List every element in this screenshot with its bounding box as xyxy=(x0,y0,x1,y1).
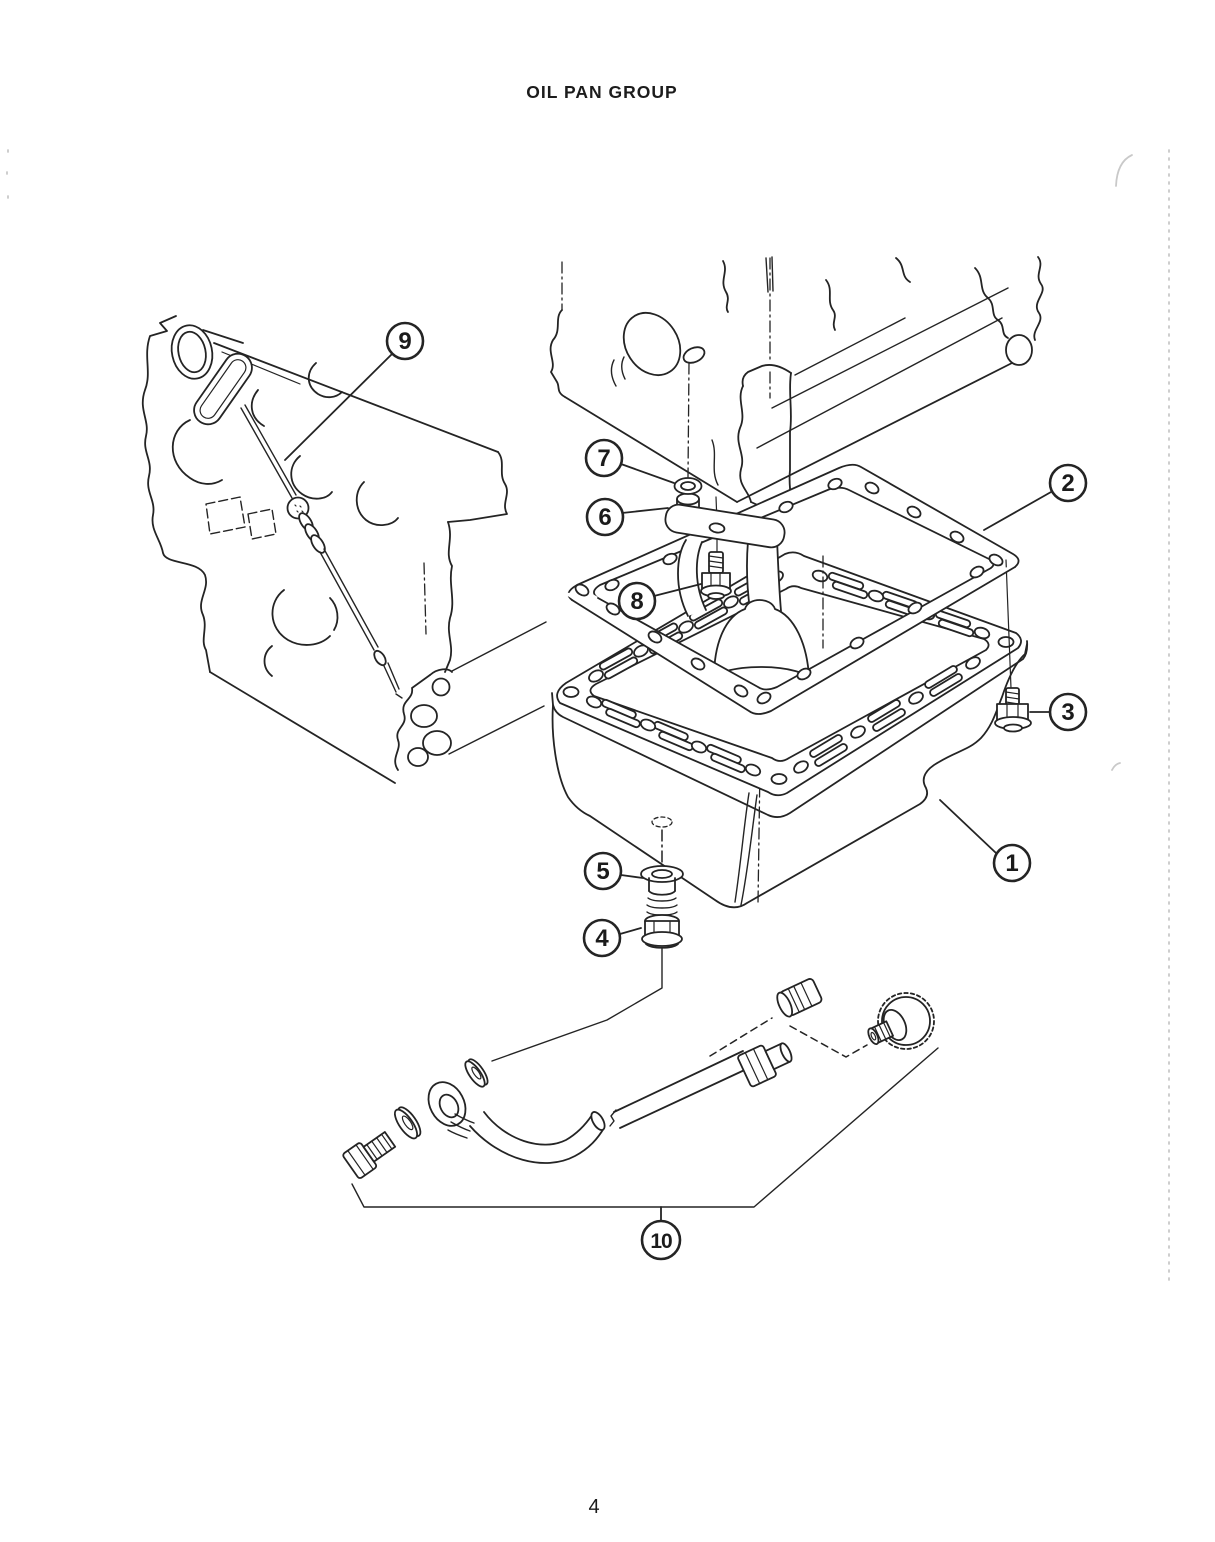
drain-hose xyxy=(469,1050,752,1164)
svg-text:4: 4 xyxy=(595,925,609,952)
page-number: 4 xyxy=(588,1496,600,1518)
pan-flange-holes xyxy=(562,569,1015,785)
banjo-bolt xyxy=(342,1131,397,1179)
hose-washer xyxy=(393,1106,422,1140)
pan-flange-slots xyxy=(598,571,975,774)
pan-bolt xyxy=(994,687,1032,733)
callout-1: 1 xyxy=(992,843,1032,883)
callout-2: 2 xyxy=(1048,463,1088,503)
pickup-tube-bolt xyxy=(700,551,732,600)
svg-text:8: 8 xyxy=(630,588,643,615)
svg-text:2: 2 xyxy=(1061,470,1074,497)
callout-8: 8 xyxy=(617,581,657,621)
svg-text:6: 6 xyxy=(598,504,611,531)
group-bracket xyxy=(351,1047,939,1208)
knurled-cap xyxy=(867,992,935,1050)
svg-text:3: 3 xyxy=(1061,699,1074,726)
drain-plug-assembly xyxy=(491,829,684,1062)
gasket-holes-near xyxy=(574,565,985,705)
callout-5: 5 xyxy=(583,851,623,891)
pan-gasket-near xyxy=(563,565,1016,715)
oil-pickup-tube xyxy=(664,477,811,698)
banjo-fitting xyxy=(427,1081,475,1139)
gasket-holes-far xyxy=(604,477,1004,592)
page-title: OIL PAN GROUP xyxy=(526,82,678,102)
bolt3-alignment-line xyxy=(1005,559,1012,689)
engine-side-view xyxy=(141,315,547,784)
svg-text:5: 5 xyxy=(596,858,609,885)
dipstick xyxy=(170,324,403,699)
o-ring xyxy=(673,477,703,495)
callout-7: 7 xyxy=(584,438,624,478)
engine-mount-boss xyxy=(394,668,453,771)
drain-hose-assembly xyxy=(342,978,939,1222)
hose-end-fitting xyxy=(737,1042,793,1088)
pipe-plug xyxy=(776,978,823,1018)
callout-10: 10 xyxy=(640,1219,682,1261)
svg-text:1: 1 xyxy=(1005,850,1018,877)
scan-artifacts xyxy=(6,149,1170,1286)
callout-3: 3 xyxy=(1048,692,1088,732)
callout-leaders xyxy=(284,353,1052,935)
svg-text:10: 10 xyxy=(650,1230,672,1253)
engine-block-bottom xyxy=(549,256,1044,510)
drain-plug-gasket xyxy=(640,865,684,896)
hose-washer-2 xyxy=(464,1058,489,1088)
svg-text:9: 9 xyxy=(398,328,411,355)
callout-4: 4 xyxy=(582,918,622,958)
drain-plug xyxy=(641,897,683,949)
callout-6: 6 xyxy=(585,497,625,537)
callout-9: 9 xyxy=(385,321,425,361)
svg-text:7: 7 xyxy=(597,445,610,472)
